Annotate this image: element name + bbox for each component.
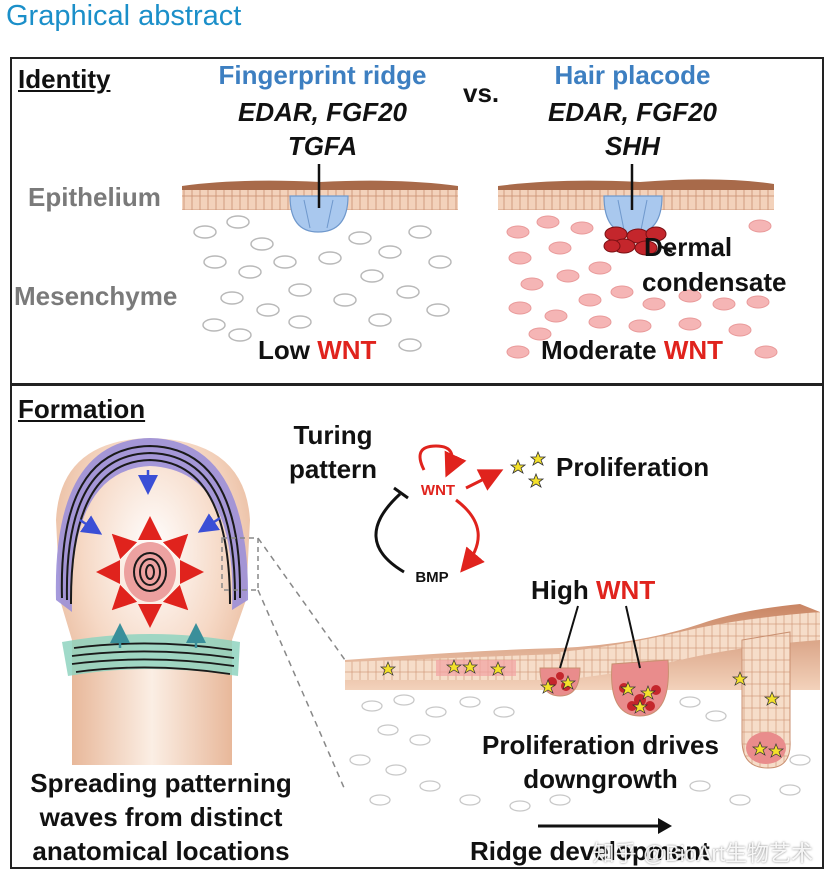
moderate-wnt-label: Moderate WNT	[541, 335, 723, 366]
fingerprint-mesenchyme-cells	[193, 215, 452, 352]
zoom-line-bottom	[257, 589, 346, 791]
wnt-node-label: WNT	[421, 482, 455, 499]
epithelium-label: Epithelium	[28, 182, 161, 212]
low-wnt-prefix: Low	[258, 335, 310, 365]
fingerprint-placode	[289, 195, 349, 233]
upward-teal-arrows	[110, 623, 206, 648]
formation-section-title: Formation	[18, 394, 146, 424]
high-wnt-prefix: High	[531, 575, 589, 605]
moderate-wnt-word: WNT	[663, 335, 724, 365]
spreading-label-line1: Spreading patterning	[30, 768, 292, 798]
center-whorl-lines	[133, 552, 167, 592]
hair-mesenchyme-cells	[506, 215, 778, 359]
spreading-label-line3: anatomical locations	[32, 836, 290, 866]
watermark: 知乎 @BioArt生物艺术	[592, 841, 813, 866]
page-title: Graphical abstract	[6, 0, 242, 32]
wnt-to-proliferation-arrow	[465, 469, 504, 491]
identity-section-title: Identity	[18, 64, 111, 94]
zoom-line-top	[257, 537, 346, 661]
ridge-stars	[379, 659, 785, 758]
dermal-label-line2: condensate	[642, 267, 787, 297]
low-wnt-word: WNT	[317, 335, 377, 365]
hair-genes-line1: EDAR, FGF20	[547, 97, 718, 127]
center-whorl-halo	[124, 542, 176, 602]
bmp-node-label: BMP	[415, 569, 448, 586]
drives-label-line2: downgrowth	[523, 764, 678, 794]
ridge-mesenchyme-cells	[349, 694, 811, 812]
purple-ridge-lines	[60, 444, 242, 605]
abstract-frame	[10, 57, 824, 869]
low-wnt-label: Low WNT	[258, 335, 376, 366]
fingerprint-genes-line1: EDAR, FGF20	[237, 97, 408, 127]
vs-label: vs.	[463, 78, 500, 108]
dermal-pointer-line	[659, 244, 673, 254]
outward-arrows	[96, 516, 204, 628]
high-wnt-label: High WNT	[531, 575, 655, 606]
hair-genes-line2: SHH	[605, 131, 660, 161]
dermal-condensate	[603, 226, 667, 256]
wnt-to-bmp-arrow	[455, 498, 485, 573]
proliferation-stars	[509, 450, 547, 488]
fingerprint-epithelium	[182, 164, 458, 233]
high-wnt-pointer-right	[625, 605, 641, 669]
hair-epithelium	[498, 164, 774, 235]
turing-network: WNT BMP	[374, 444, 547, 586]
drives-label-line1: Proliferation drives	[482, 730, 719, 760]
proliferation-label: Proliferation	[556, 452, 710, 482]
finger-illustration	[55, 438, 346, 791]
turing-label-line2: pattern	[288, 454, 378, 484]
fingerprint-ridge-heading: Fingerprint ridge	[218, 60, 427, 90]
high-wnt-word: WNT	[596, 575, 656, 605]
dermal-label-line1: Dermal	[644, 232, 733, 262]
bmp-inhibits-wnt	[374, 492, 405, 574]
spreading-label-line2: waves from distinct	[39, 802, 283, 832]
ridge-cross-section	[345, 604, 820, 812]
hair-placode-heading: Hair placode	[554, 60, 711, 90]
section-divider	[10, 383, 824, 386]
moderate-wnt-prefix: Moderate	[541, 335, 657, 365]
zoom-box	[221, 537, 259, 591]
turing-label-line1: Turing	[293, 420, 373, 450]
wnt-self-activation	[418, 444, 467, 478]
inward-blue-arrows	[79, 470, 221, 535]
teal-ridge-lines	[71, 642, 235, 675]
fingerprint-genes-line2: TGFA	[287, 131, 358, 161]
ridge-development-label: Ridge development	[470, 836, 710, 866]
high-wnt-pointer-left	[559, 605, 579, 669]
mesenchyme-label: Mesenchyme	[14, 281, 178, 311]
